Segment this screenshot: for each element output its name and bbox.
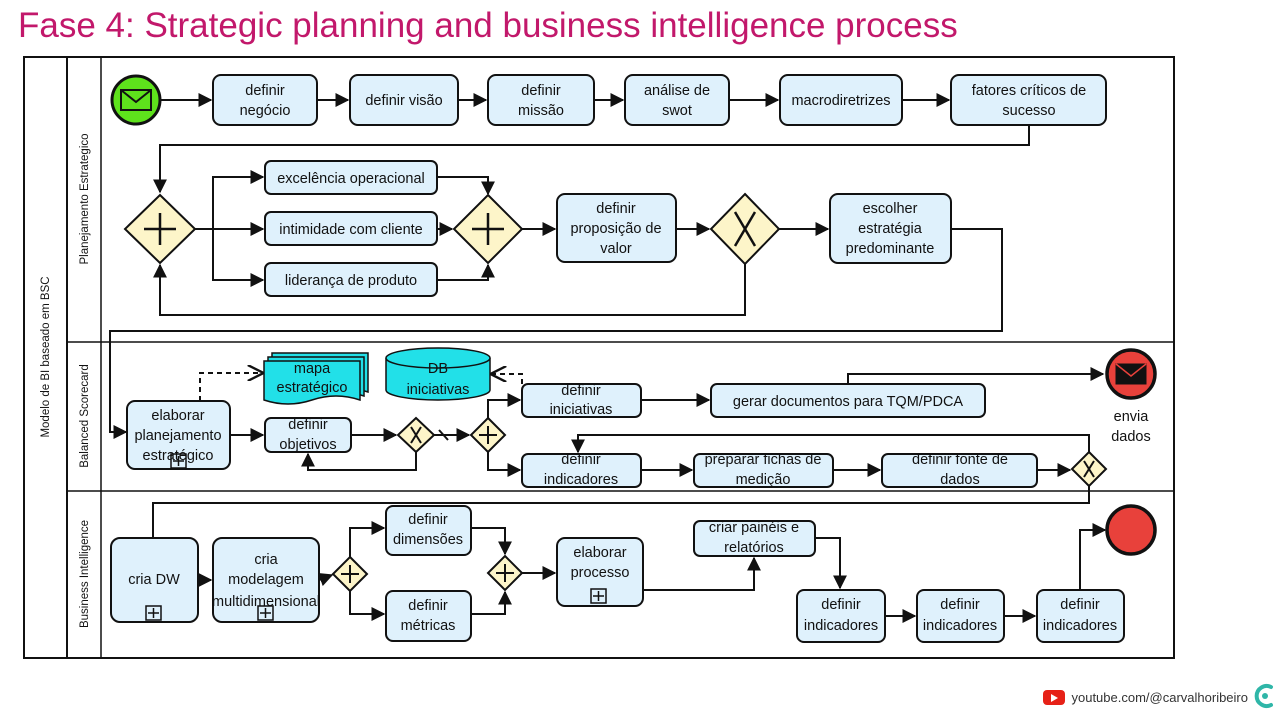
subprocess-marker-icon xyxy=(145,605,162,621)
lane-label-planejamento: Planejamento Estrategico xyxy=(79,133,91,264)
channel-logo-icon xyxy=(1254,684,1273,708)
exclusive-gateway-1 xyxy=(709,192,781,266)
parallel-gateway-3 xyxy=(469,416,507,454)
pool xyxy=(23,56,1175,659)
youtube-icon xyxy=(1043,690,1066,705)
parallel-gateway-1 xyxy=(123,193,197,265)
svg-text:liderança de produto: liderança de produto xyxy=(285,273,417,289)
subprocess-marker-icon xyxy=(257,605,274,621)
lane-label-bsc: Balanced Scorecard xyxy=(79,364,91,468)
lane-label-bi: Business Intelligence xyxy=(79,520,91,628)
exclusive-gateway-3 xyxy=(1070,450,1108,488)
start-event xyxy=(110,74,162,126)
svg-text:excelência operacional: excelência operacional xyxy=(277,171,425,187)
parallel-gateway-2 xyxy=(452,193,524,265)
task-cria-dw[interactable]: cria DW xyxy=(110,537,199,623)
task-lideranca-produto[interactable]: liderança de produto xyxy=(264,262,438,297)
parallel-gateway-4 xyxy=(331,555,369,593)
task-excelencia-operacional[interactable]: excelência operacional xyxy=(264,160,438,195)
svg-text:macrodiretrizes: macrodiretrizes xyxy=(791,93,890,109)
end-event-envia-dados xyxy=(1105,348,1157,400)
subprocess-marker-icon xyxy=(590,588,607,604)
task-gerar-documentos[interactable]: gerar documentos para TQM/PDCA xyxy=(710,383,986,418)
exclusive-gateway-2 xyxy=(396,416,436,454)
task-macrodiretrizes[interactable]: macrodiretrizes xyxy=(779,74,903,126)
parallel-gateway-5 xyxy=(486,554,524,592)
svg-text:intimidade com cliente: intimidade com cliente xyxy=(279,222,422,238)
svg-text:gerar documentos para TQM/PDCA: gerar documentos para TQM/PDCA xyxy=(733,394,964,410)
end-event xyxy=(1105,504,1157,556)
svg-text:definir visão: definir visão xyxy=(365,93,442,109)
task-elaborar-planejamento[interactable]: elaborarplanejamentoestratégico xyxy=(126,400,231,470)
task-definir-visao[interactable]: definir visão xyxy=(349,74,459,126)
page-title: Fase 4: Strategic planning and business … xyxy=(18,6,958,45)
svg-text:cria DW: cria DW xyxy=(128,572,180,588)
footer: youtube.com/@carvalhoribeiro xyxy=(1043,690,1248,705)
subprocess-marker-icon xyxy=(170,453,187,469)
footer-link[interactable]: youtube.com/@carvalhoribeiro xyxy=(1071,690,1248,705)
task-intimidade-cliente[interactable]: intimidade com cliente xyxy=(264,211,438,246)
pool-label: Modelo de BI baseado em BSC xyxy=(40,276,52,437)
